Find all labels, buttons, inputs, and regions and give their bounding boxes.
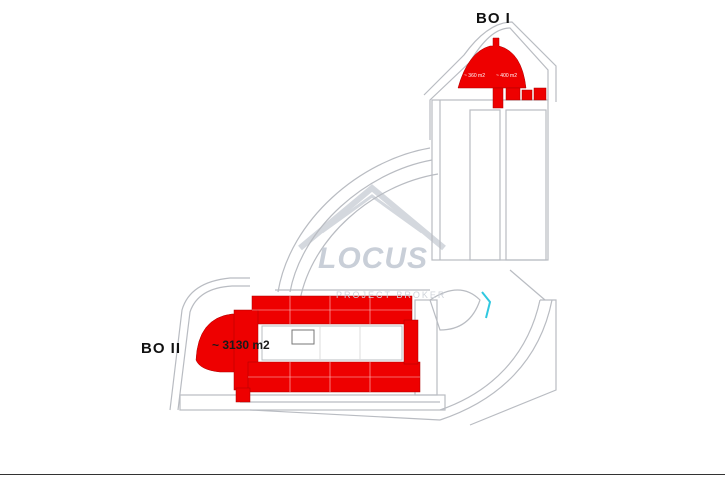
- watermark-logo: [298, 184, 446, 251]
- hatch-lines: [248, 296, 420, 392]
- bo1-label: BO I: [476, 10, 511, 27]
- bo2-area-label: ~ 3130 m2: [212, 338, 270, 352]
- bo2-label: BO II: [141, 340, 182, 357]
- bo2-corner: [235, 387, 251, 403]
- watermark-tagline: PROJECT BROKER: [336, 290, 447, 300]
- stair-accent: [481, 291, 492, 319]
- courtyard: [261, 325, 403, 361]
- bo1-annex-a: [492, 87, 504, 109]
- bo2-east-end: [403, 319, 419, 365]
- watermark-brand: LOCUS: [318, 242, 428, 275]
- bo1-area: [457, 37, 527, 89]
- bo1-annex-c: [521, 89, 533, 101]
- bottom-divider: [0, 474, 725, 475]
- bo1-annex-b: [505, 87, 521, 101]
- bo1-area-left-label: ~ 360 m2: [464, 73, 485, 79]
- bo1-annex-d: [533, 87, 547, 101]
- bo1-area-right-label: ~ 400 m2: [496, 73, 517, 79]
